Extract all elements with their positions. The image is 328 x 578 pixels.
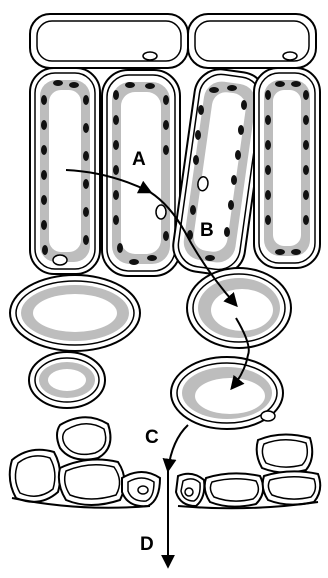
label-d: D (140, 534, 154, 555)
upper-epidermis (30, 14, 316, 68)
nucleus (185, 488, 193, 496)
nucleus (138, 486, 148, 494)
spongy-cell (171, 357, 283, 429)
lower-epidermis (10, 417, 321, 508)
label-b: B (200, 220, 214, 241)
palisade-layer (30, 66, 320, 278)
label-c: C (145, 427, 159, 448)
spongy-cell (29, 352, 105, 408)
palisade-cell (254, 68, 320, 268)
nucleus (261, 411, 275, 421)
nucleus (143, 52, 157, 60)
palisade-cell (30, 68, 100, 274)
arrow-c (168, 425, 188, 470)
spongy-cell (10, 275, 140, 351)
spongy-cell (187, 268, 291, 348)
label-a: A (132, 149, 146, 170)
nucleus (283, 52, 297, 60)
nucleus (53, 255, 67, 265)
nucleus (156, 205, 166, 219)
